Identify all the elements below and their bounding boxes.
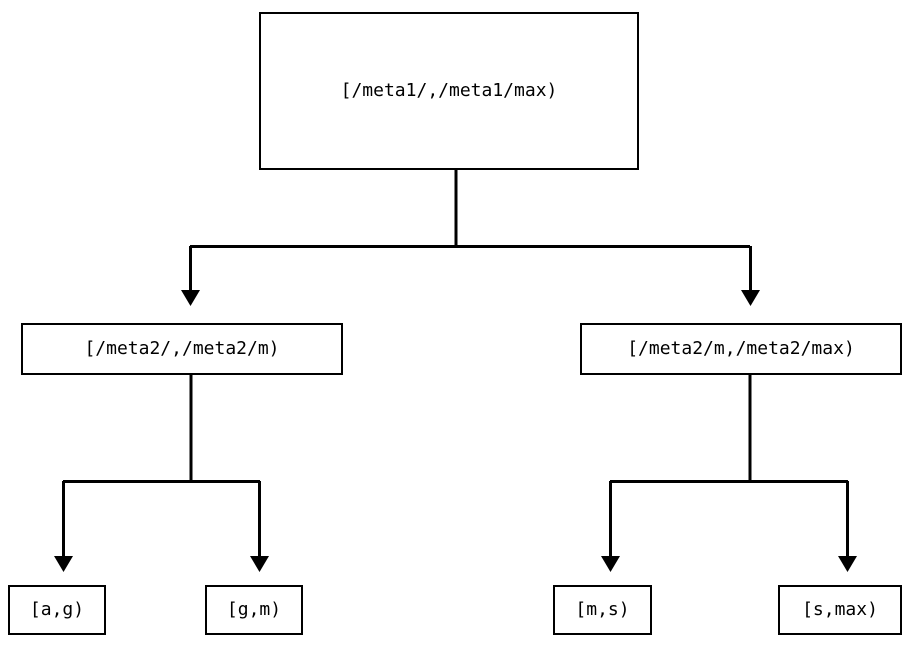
node-leaf-a-g-label: [a,g) (29, 599, 85, 620)
arrowhead-mid-right-leaf-2 (601, 556, 620, 572)
node-leaf-m-s-label: [m,s) (575, 599, 630, 620)
arrowhead-mid-right-leaf-3 (838, 556, 857, 572)
node-leaf-a-g[interactable]: [a,g) (8, 585, 106, 635)
node-mid-left[interactable]: [/meta2/,/meta2/m) (21, 323, 343, 375)
node-leaf-s-max[interactable]: [s,max) (778, 585, 902, 635)
arrowhead-root-mid-left (181, 290, 200, 306)
node-mid-right-label: [/meta2/m,/meta2/max) (627, 338, 855, 359)
node-leaf-g-m-label: [g,m) (226, 599, 282, 620)
node-mid-right[interactable]: [/meta2/m,/meta2/max) (580, 323, 902, 375)
node-mid-left-label: [/meta2/,/meta2/m) (84, 338, 280, 359)
arrowhead-mid-left-leaf-1 (250, 556, 269, 572)
node-leaf-g-m[interactable]: [g,m) (205, 585, 303, 635)
arrowhead-mid-left-leaf-0 (54, 556, 73, 572)
node-leaf-s-max-label: [s,max) (802, 599, 878, 620)
node-root[interactable]: [/meta1/,/meta1/max) (259, 12, 639, 170)
node-root-label: [/meta1/,/meta1/max) (340, 80, 558, 101)
arrowhead-root-mid-right (741, 290, 760, 306)
node-leaf-m-s[interactable]: [m,s) (553, 585, 652, 635)
